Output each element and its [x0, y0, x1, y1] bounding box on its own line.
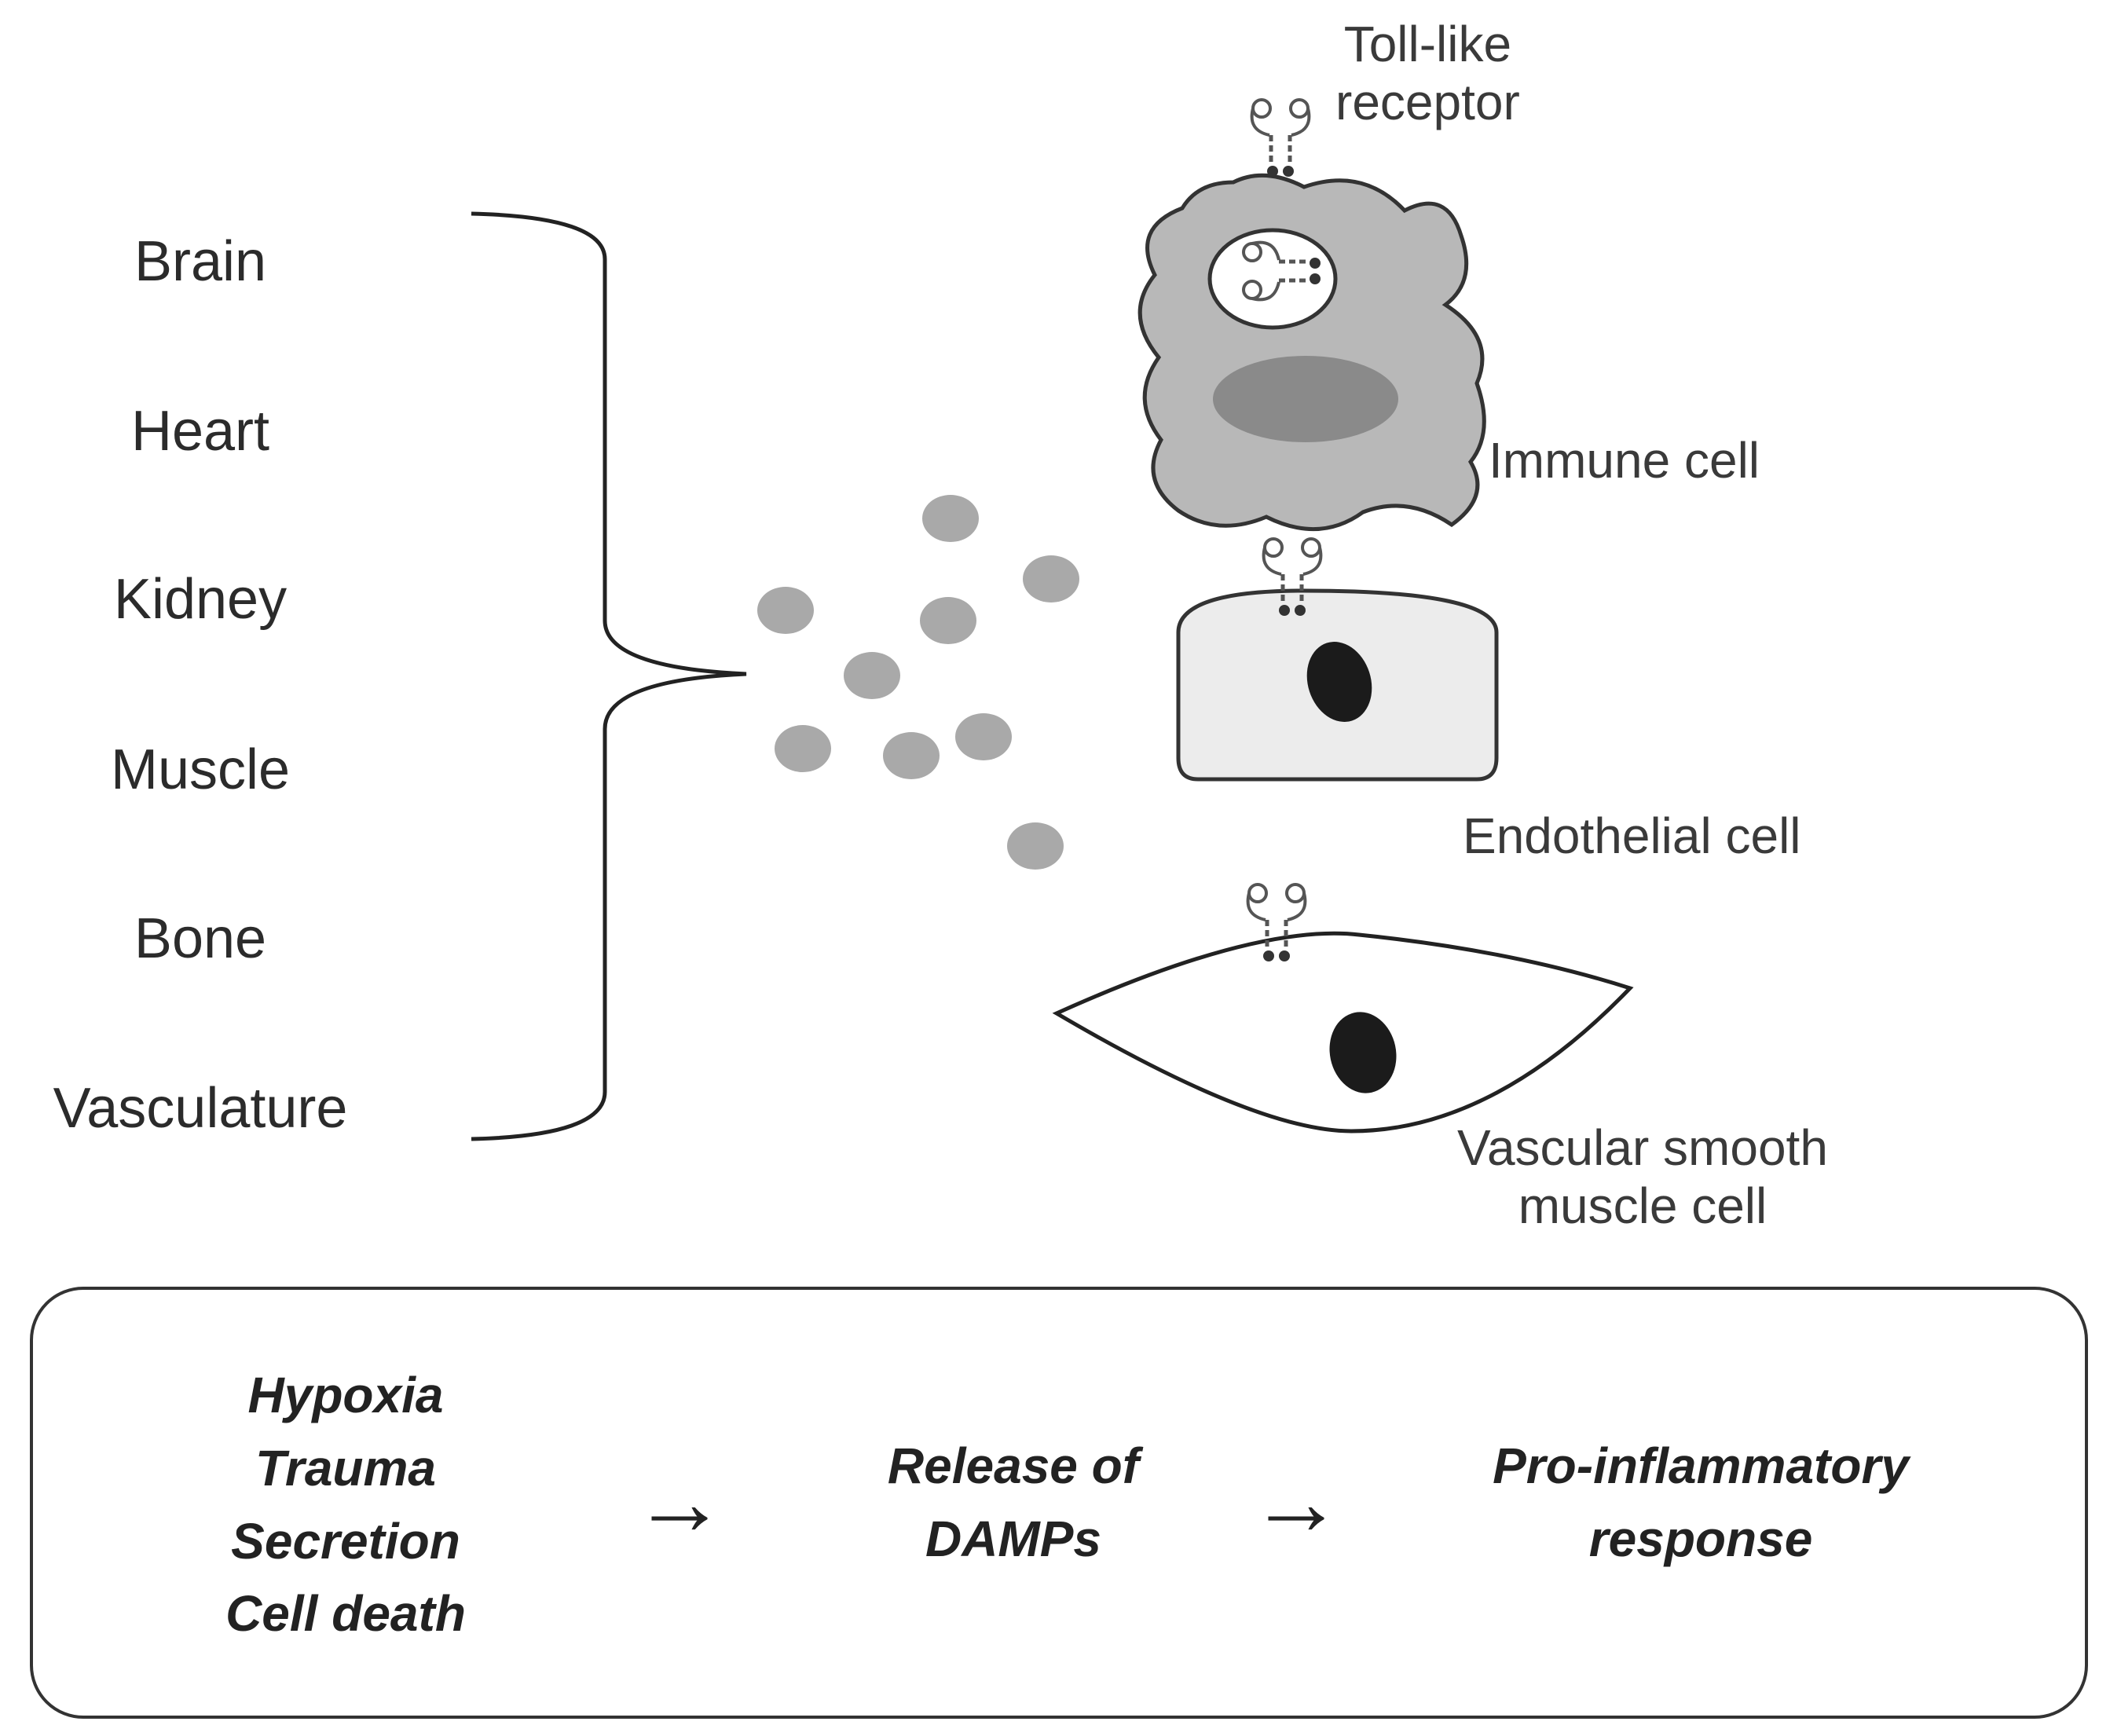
cause-trauma: Trauma	[255, 1439, 437, 1496]
damp-particle	[955, 713, 1012, 760]
release-line-2: DAMPs	[925, 1510, 1102, 1567]
arrow-right-icon: →	[632, 1449, 727, 1555]
organ-heart: Heart	[130, 400, 270, 463]
damp-particle	[775, 725, 831, 772]
organ-brain: Brain	[134, 230, 267, 293]
damp-particle	[757, 587, 814, 634]
damp-particle	[922, 495, 979, 542]
endothelial-cell-label: Endothelial cell	[1463, 808, 1801, 864]
tlr-immune-icon	[1252, 100, 1310, 177]
cause-hypoxia: Hypoxia	[247, 1367, 444, 1423]
tlr-label: Toll-like receptor	[1335, 16, 1520, 130]
organ-vasculature: Vasculature	[53, 1077, 348, 1140]
damp-release: Release of DAMPs	[809, 1430, 1218, 1576]
organ-bone: Bone	[134, 907, 267, 970]
damp-particle	[883, 732, 940, 779]
immune-cell	[1137, 173, 1486, 531]
damp-particles	[757, 495, 1079, 870]
damp-particle	[920, 597, 976, 644]
endothelial-nucleus	[1306, 642, 1372, 722]
smooth-muscle-cell-label: Vascular smooth muscle cell	[1457, 1119, 1828, 1234]
arrow-right-icon: →	[1249, 1449, 1343, 1555]
damp-particle	[1023, 555, 1079, 602]
response-line-1: Pro-inflammatory	[1493, 1438, 1909, 1494]
damp-particle	[844, 652, 900, 699]
organ-muscle: Muscle	[110, 738, 291, 801]
immune-vacuole	[1207, 228, 1338, 330]
cause-cell-death: Cell death	[225, 1585, 466, 1643]
damp-causes: Hypoxia Trauma Secretion Cell death	[141, 1359, 550, 1650]
damp-pathway-box	[30, 1287, 2088, 1719]
smooth-muscle-cell	[1052, 931, 1634, 1134]
immune-granule	[1213, 356, 1398, 442]
endothelial-cell	[1176, 588, 1499, 782]
release-line-1: Release of	[887, 1438, 1140, 1494]
organ-kidney: Kidney	[113, 568, 288, 631]
immune-cell-label: Immune cell	[1489, 432, 1760, 489]
inflammatory-response: Pro-inflammatory response	[1402, 1430, 1999, 1576]
damp-particle	[1007, 822, 1064, 870]
organ-bracket	[471, 211, 747, 1141]
response-line-2: response	[1588, 1510, 1813, 1567]
smooth-muscle-nucleus	[1329, 1012, 1397, 1093]
cause-secretion: Secretion	[231, 1512, 460, 1569]
organ-list: Brain Heart Kidney Muscle Bone Vasculatu…	[0, 212, 401, 1155]
